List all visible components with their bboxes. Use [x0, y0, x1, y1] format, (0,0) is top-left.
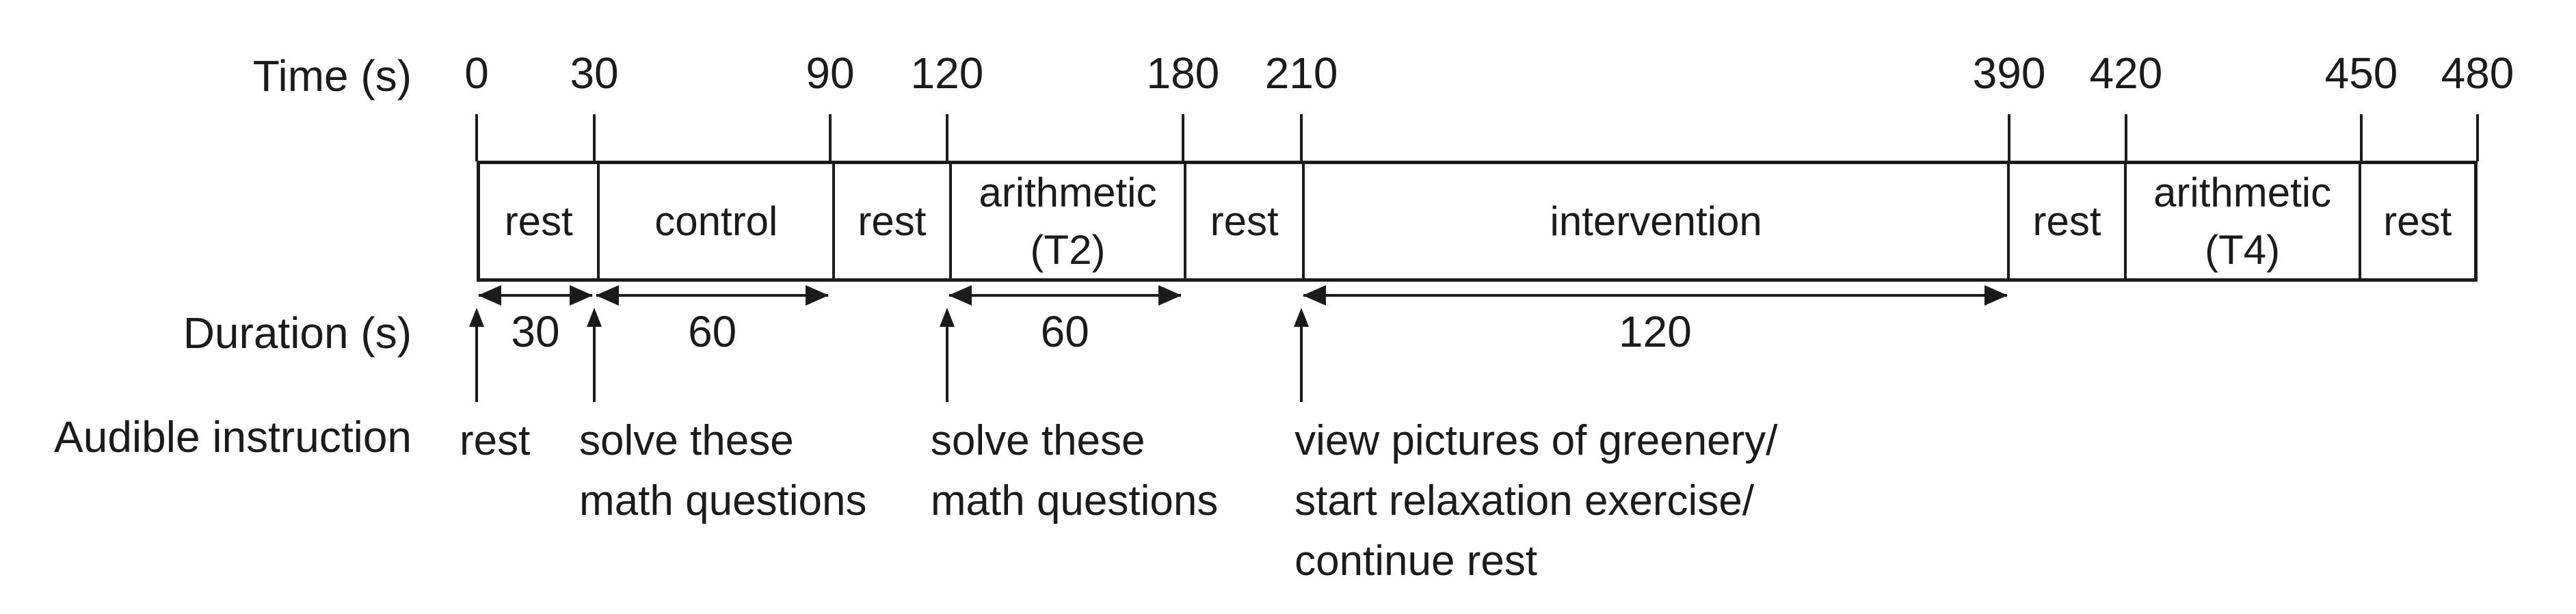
time-tick-label-30: 30: [570, 49, 619, 98]
segment-rest-1: rest: [504, 198, 573, 244]
up-arrow-icon-120: [939, 308, 955, 402]
up-arrow-icon-0: [469, 308, 484, 402]
tick-mark-90: [829, 114, 832, 161]
tick-mark-420: [2124, 114, 2127, 161]
tick-mark-210: [1300, 114, 1303, 161]
time-tick-label-0: 0: [464, 49, 489, 98]
duration-arrow-icon-0-30: [477, 285, 594, 306]
timeline-bar: rest control rest arithmetic (T2) rest i…: [477, 161, 2478, 282]
tick-mark-480: [2476, 114, 2479, 161]
time-tick-label-90: 90: [806, 49, 855, 98]
duration-arrow-icon-120-180: [948, 285, 1182, 306]
duration-value-60b: 60: [1040, 307, 1089, 356]
segment-arithmetic-t4: arithmetic (T4): [2123, 164, 2359, 278]
up-arrow-icon-210: [1294, 308, 1310, 402]
duration-value-120: 120: [1619, 307, 1692, 356]
time-tick-label-450: 450: [2324, 49, 2398, 98]
tick-mark-30: [593, 114, 596, 161]
duration-value-60a: 60: [688, 307, 737, 356]
instruction-text-math-1: solve these math questions: [579, 417, 867, 524]
segment-intervention: intervention: [1301, 164, 2007, 278]
tick-mark-450: [2359, 114, 2363, 161]
time-tick-label-180: 180: [1146, 49, 1220, 98]
instruction-text-math-2: solve these math questions: [930, 417, 1219, 524]
segment-rest-2: rest: [832, 164, 948, 278]
time-tick-label-120: 120: [910, 49, 984, 98]
duration-arrow-icon-30-90: [596, 285, 829, 306]
time-tick-label-390: 390: [1972, 49, 2046, 98]
tick-mark-120: [945, 114, 948, 161]
tick-mark-0: [475, 114, 478, 161]
tick-mark-180: [1181, 114, 1184, 161]
segment-arithmetic-t2: arithmetic (T2): [948, 164, 1184, 278]
segment-rest-4: rest: [2007, 164, 2123, 278]
segment-rest-3: rest: [1184, 164, 1302, 278]
instruction-text-greenery: view pictures of greenery/ start relaxat…: [1294, 417, 1778, 585]
duration-value-30: 30: [511, 307, 560, 356]
time-tick-label-480: 480: [2441, 49, 2514, 98]
time-tick-label-210: 210: [1264, 49, 1338, 98]
audible-instruction-label: Audible instruction: [54, 412, 412, 462]
timeline: 0 30 90 120 180 210 390 420 450 480 rest…: [460, 0, 2514, 614]
segment-control: control: [597, 164, 832, 278]
instruction-text-rest: rest: [460, 417, 531, 464]
time-tick-label-420: 420: [2089, 49, 2163, 98]
duration-arrow-icon-210-390: [1303, 285, 2008, 306]
time-axis-label: Time (s): [252, 51, 412, 101]
tick-mark-390: [2008, 114, 2011, 161]
segment-rest-5: rest: [2358, 164, 2474, 278]
up-arrow-icon-30: [587, 308, 602, 402]
duration-axis-label: Duration (s): [183, 308, 412, 358]
